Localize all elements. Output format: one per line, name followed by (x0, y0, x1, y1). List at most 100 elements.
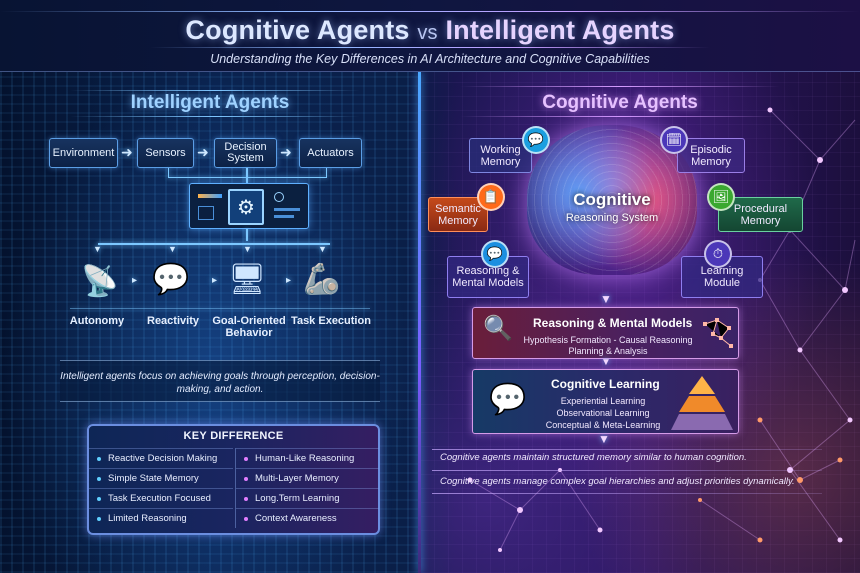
distribution-wire (98, 243, 330, 245)
feature-goal-oriented-behavior: Goal-Oriented Behavior (212, 315, 286, 339)
chat-bubbles-icon: 💬 (152, 262, 190, 296)
section-divider (418, 72, 421, 573)
arrow-right-icon: ▸ (286, 275, 292, 286)
arrow-right-icon: ▸ (212, 275, 218, 286)
flow-sensors: Sensors (137, 138, 194, 168)
loop-wire (168, 168, 169, 178)
bullet-icon (97, 496, 101, 501)
pyramid-icon (671, 376, 733, 430)
reasoning-card-line: Hypothesis Formation - Causal Reasoning (523, 335, 693, 345)
bullet-icon (244, 456, 248, 461)
cognitive-agents-title: Cognitive Agents (542, 92, 698, 113)
arrow-right-icon: ➜ (121, 144, 133, 160)
intelligent-traits-column: Reactive Decision Making Simple State Me… (89, 448, 233, 528)
arrow-right-icon: ➜ (197, 144, 209, 160)
trait-label: Multi-Layer Memory (255, 473, 339, 484)
bullet-icon (244, 516, 248, 521)
circuit-decoration (274, 215, 294, 218)
trait-row: Long.Term Learning (236, 488, 379, 508)
header-mid-rule (150, 47, 710, 48)
decision-processor-panel: ⚙ (189, 183, 309, 229)
image-card-icon: 🖼 (707, 183, 735, 211)
circuit-decoration (274, 192, 284, 202)
arrow-down-icon: ▼ (601, 357, 611, 368)
trait-row: Simple State Memory (89, 468, 233, 488)
circuit-decoration (274, 208, 300, 211)
features-baseline (70, 308, 370, 309)
key-difference-title: KEY DIFFERENCE (183, 430, 284, 442)
module-procedural-memory: Procedural Memory (718, 197, 803, 232)
arrow-down-icon: ▼ (598, 432, 610, 446)
trait-label: Reactive Decision Making (108, 453, 218, 464)
arrow-down-icon: ▼ (93, 244, 102, 254)
title-rule (460, 86, 780, 87)
header: Cognitive Agents vs Intelligent Agents U… (0, 0, 860, 72)
episode-clock-icon: 🗓 (660, 126, 688, 154)
cognitive-reasoning-system: Cognitive Reasoning System (527, 190, 697, 224)
flow-environment: Environment (49, 138, 118, 168)
trait-label: Simple State Memory (108, 473, 199, 484)
trait-row: Task Execution Focused (89, 488, 233, 508)
chat-bubbles-icon: 💬 (522, 126, 550, 154)
monitor-chart-icon: 🖥 (227, 262, 267, 296)
learning-clock-icon: ⏱ (704, 240, 732, 268)
title-rule (460, 116, 780, 117)
header-top-rule (0, 11, 860, 12)
title-rule (70, 90, 360, 91)
arrow-down-icon: ▼ (243, 244, 252, 254)
intelligent-agents-title: Intelligent Agents (130, 92, 290, 113)
loop-wire (326, 168, 327, 178)
lightbulb-gear-icon: ⚙ (228, 189, 264, 225)
learning-card-item: Experiential Learning (560, 396, 646, 406)
summary-line: Cognitive agents maintain structured mem… (440, 452, 747, 463)
brain-subtitle: Reasoning System (565, 212, 659, 224)
feature-autonomy: Autonomy (69, 315, 125, 327)
reasoning-card-title: Reasoning & Mental Models (533, 316, 693, 330)
flow-decision-system: Decision System (214, 138, 277, 168)
trait-row: Reactive Decision Making (89, 448, 233, 468)
distribution-wire (246, 229, 248, 241)
reasoning-card-line: Planning & Analysis (568, 346, 648, 356)
brain-title: Cognitive (573, 190, 651, 209)
arrow-down-icon: ▼ (600, 292, 612, 306)
learning-card-title: Cognitive Learning (551, 377, 660, 391)
title-rule (70, 116, 360, 117)
satellite-dish-icon: 📡 (81, 264, 119, 298)
cognitive-traits-column: Human-Like Reasoning Multi-Layer Memory … (235, 448, 379, 528)
circuit-decoration (198, 194, 222, 198)
arrow-right-icon: ▸ (132, 275, 138, 286)
key-difference-table: KEY DIFFERENCE Reactive Decision Making … (87, 424, 380, 535)
trait-label: Human-Like Reasoning (255, 453, 355, 464)
arrow-down-icon: ▼ (318, 244, 327, 254)
reasoning-mental-models-card: 🔍 Reasoning & Mental Models Hypothesis F… (472, 307, 739, 359)
page-subtitle: Understanding the Key Differences in AI … (210, 52, 650, 66)
trait-label: Limited Reasoning (108, 513, 187, 524)
chat-bubbles-icon: 💬 (489, 383, 527, 416)
bullet-icon (97, 456, 101, 461)
bullet-icon (244, 476, 248, 481)
trait-row: Context Awareness (236, 508, 379, 528)
feature-reactivity: Reactivity (147, 315, 199, 327)
flow-actuators: Actuators (299, 138, 362, 168)
learning-card-item: Observational Learning (556, 408, 650, 418)
loop-wire (246, 168, 248, 183)
circuit-decoration (198, 206, 214, 220)
arrow-right-icon: ➜ (280, 144, 292, 160)
bullet-icon (97, 516, 101, 521)
trait-row: Multi-Layer Memory (236, 468, 379, 488)
summary-rule (432, 449, 822, 450)
title-part1: Cognitive Agents (185, 15, 410, 45)
brain-graphic (527, 125, 697, 275)
magnifier-icon: 🔍 (483, 315, 513, 342)
summary-rule (432, 470, 822, 471)
learning-card-item: Conceptual & Meta-Learning (545, 420, 661, 430)
feature-task-execution: Task Execution (291, 315, 371, 327)
trait-row: Limited Reasoning (89, 508, 233, 528)
title-part2: Intelligent Agents (445, 15, 675, 45)
intelligent-agents-summary: Intelligent agents focus on achieving go… (60, 360, 380, 402)
summary-rule (432, 493, 822, 494)
page-title: Cognitive Agents vs Intelligent Agents (0, 15, 860, 46)
cognitive-learning-card: 💬 Cognitive Learning Experiential Learni… (472, 369, 739, 434)
trait-row: Human-Like Reasoning (236, 448, 379, 468)
